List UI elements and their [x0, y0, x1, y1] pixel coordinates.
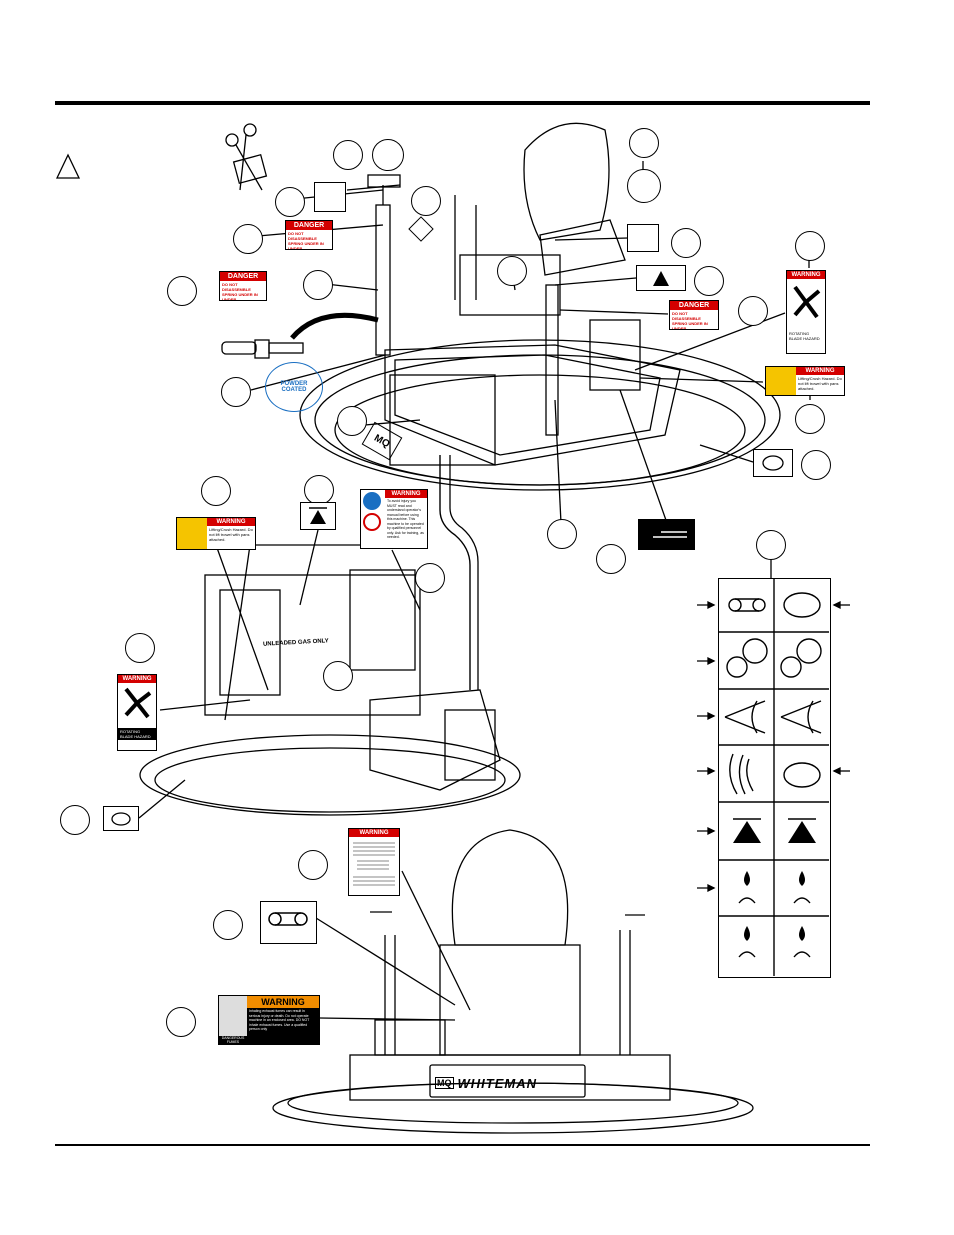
callout-9 [497, 256, 527, 286]
rotation-circle-icon-2 [627, 169, 661, 203]
callout-25 [60, 805, 90, 835]
lift-triangle-icon-2 [300, 502, 336, 530]
warning-crush-2-header: WARNING [207, 518, 255, 526]
callout-3 [233, 224, 263, 254]
warning-blade-decal: WARNING ROTATING BLADE HAZARD [786, 270, 826, 354]
callout-6 [221, 377, 251, 407]
warning-operator-body: To avoid injury you MUST read and unders… [387, 499, 424, 539]
fuel-drop-icon [314, 182, 346, 212]
note-triangle [55, 153, 81, 179]
mid-pan-ring-1 [139, 734, 521, 816]
scissors-icon [225, 123, 268, 191]
rotation-box-icon-2 [103, 806, 139, 831]
whiteman-brand: MQ WHITEMAN [435, 1074, 585, 1092]
callout-4 [303, 270, 333, 300]
rotating-blade-icon [793, 285, 821, 319]
mq-logo-text: MQ [372, 432, 392, 450]
callout-21 [304, 475, 334, 505]
warning-blade-2-body: ROTATING BLADE HAZARD [118, 728, 156, 740]
callout-2 [275, 187, 305, 217]
warning-operator-header: WARNING [385, 490, 427, 498]
warning-fumes-header: WARNING [247, 996, 319, 1008]
lift-triangle-icon [636, 265, 686, 291]
warning-blade-2-header: WARNING [118, 675, 156, 683]
warning-crush-2-body: Lifting/Crush Hazard. Do not lift trowel… [209, 527, 253, 542]
top-rule [55, 101, 870, 105]
powder-coated-text: POWDER COATED [280, 381, 308, 393]
callout-19 [756, 530, 786, 560]
callout-16 [801, 450, 831, 480]
callout-10 [629, 128, 659, 158]
callout-7 [337, 406, 367, 436]
danger-decal-3-header: DANGER [670, 301, 718, 310]
crush-hazard-icon-2 [177, 518, 207, 549]
callout-8 [411, 186, 441, 216]
california-text-lines [353, 842, 395, 886]
callout-27 [213, 910, 243, 940]
danger-decal-1: DANGER DO NOT DISASSEMBLE SPRING UNDER I… [285, 220, 333, 250]
top-pan-ring-1 [299, 339, 781, 491]
top-seat [523, 122, 610, 241]
bottom-seat [451, 829, 569, 946]
callout-20 [201, 476, 231, 506]
callout-5 [167, 276, 197, 306]
danger-decal-3-body: DO NOT DISASSEMBLE SPRING UNDER IN UNDER… [672, 311, 708, 330]
warning-crush-body: Lifting/Crush Hazard. Do not lift trowel… [798, 376, 842, 391]
belt-pulley-icon [260, 901, 317, 944]
symbol-panel-art [719, 579, 829, 976]
warning-blade-decal-2: WARNING ROTATING BLADE HAZARD [117, 674, 157, 751]
rotation-circle-icon [372, 139, 404, 171]
powder-coated-seal: POWDER COATED [265, 362, 323, 412]
warning-california-decal: WARNING [348, 828, 400, 896]
callout-1 [333, 140, 363, 170]
callout-28 [166, 1007, 196, 1037]
callout-24 [323, 661, 353, 691]
rotating-blade-icon-2 [124, 687, 152, 719]
warning-crush-decal: WARNING Lifting/Crush Hazard. Do not lif… [765, 366, 845, 396]
callout-11 [671, 228, 701, 258]
gas-spring [221, 339, 304, 359]
whiteman-text: WHITEMAN [457, 1075, 537, 1091]
no-untrained-icon [363, 513, 381, 531]
whiteman-mq: MQ [435, 1077, 454, 1089]
fuel-drop-icon-2 [627, 224, 659, 252]
crush-hazard-icon [766, 367, 796, 395]
callout-14 [795, 231, 825, 261]
warning-fumes-decal: DANGEROUS FUMES WARNING Inhaling exhaust… [218, 995, 320, 1045]
callout-17 [547, 519, 577, 549]
warning-blade-header: WARNING [787, 271, 825, 279]
danger-decal-2-body: DO NOT DISASSEMBLE SPRING UNDER IN UNDER… [222, 282, 258, 301]
rotation-box-icon [753, 449, 793, 477]
warning-crush-decal-2: WARNING Lifting/Crush Hazard. Do not lif… [176, 517, 256, 550]
callout-15 [795, 404, 825, 434]
black-label-plate [638, 519, 695, 550]
warning-blade-body: ROTATING BLADE HAZARD [789, 331, 820, 341]
warning-operator-decal: WARNING To avoid injury you MUST read an… [360, 489, 428, 549]
warning-crush-header: WARNING [796, 367, 844, 375]
callout-13 [738, 296, 768, 326]
bottom-rule [55, 1144, 870, 1146]
danger-decal-2: DANGER DO NOT DISASSEMBLE SPRING UNDER I… [219, 271, 267, 301]
warning-california-header: WARNING [349, 829, 399, 837]
danger-decal-3: DANGER DO NOT DISASSEMBLE SPRING UNDER I… [669, 300, 719, 330]
warning-fumes-footer: DANGEROUS FUMES [219, 1036, 247, 1044]
danger-decal-1-header: DANGER [286, 221, 332, 230]
read-manual-icon [363, 492, 381, 510]
callout-12 [694, 266, 724, 296]
callout-22 [415, 563, 445, 593]
callout-18 [596, 544, 626, 574]
danger-decal-1-body: DO NOT DISASSEMBLE SPRING UNDER IN UNDER… [288, 231, 324, 250]
callout-26 [298, 850, 328, 880]
callout-23 [125, 633, 155, 663]
symbol-panel [718, 578, 831, 978]
danger-decal-2-header: DANGER [220, 272, 266, 281]
warning-fumes-body: Inhaling exhaust fumes can result in ser… [247, 1008, 319, 1044]
